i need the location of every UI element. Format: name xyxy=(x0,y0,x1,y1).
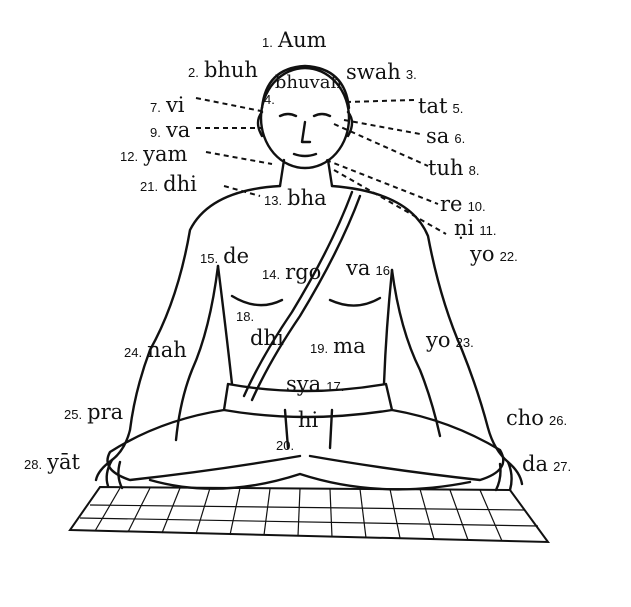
label-yat: 28. yāt xyxy=(24,450,80,474)
label-ni: ṇi 11. xyxy=(454,216,497,240)
label-sya: sya 17. xyxy=(286,372,345,396)
mat xyxy=(68,485,551,544)
label-dhi-21: 21. dhi xyxy=(140,172,197,196)
label-nah: 24. nah xyxy=(124,338,187,362)
label-re: re 10. xyxy=(440,192,486,216)
label-yo-23: yo 23. xyxy=(426,328,474,352)
label-vi: 7. vi xyxy=(150,93,185,117)
label-dhi-18: 18.dhi xyxy=(236,309,284,350)
label-aum: 1. Aum xyxy=(262,28,327,52)
label-pra: 25. pra xyxy=(64,400,124,424)
label-bhuh: 2. bhuh xyxy=(188,58,258,82)
label-ma: 19. ma xyxy=(310,334,366,358)
label-bha: 13. bha xyxy=(264,186,327,210)
label-tuh: tuh 8. xyxy=(428,156,480,180)
label-rgo: 14. rgo xyxy=(262,260,322,284)
label-cho: cho 26. xyxy=(506,406,568,430)
label-da: da 27. xyxy=(522,452,572,476)
pointer-lines xyxy=(195,97,447,235)
label-va-9: 9. va xyxy=(150,118,191,142)
label-bhuvah: 4.bhuvah xyxy=(264,72,343,107)
label-yo-22: yo 22. xyxy=(470,242,518,266)
label-sa: sa 6. xyxy=(426,124,466,148)
label-de: 15. de xyxy=(200,244,250,268)
label-va-16: va 16. xyxy=(346,256,394,280)
figure-outline xyxy=(94,64,524,492)
label-yam: 12. yam xyxy=(120,142,188,166)
label-tat: tat 5. xyxy=(418,94,464,118)
label-swah: swah 3. xyxy=(346,60,417,84)
